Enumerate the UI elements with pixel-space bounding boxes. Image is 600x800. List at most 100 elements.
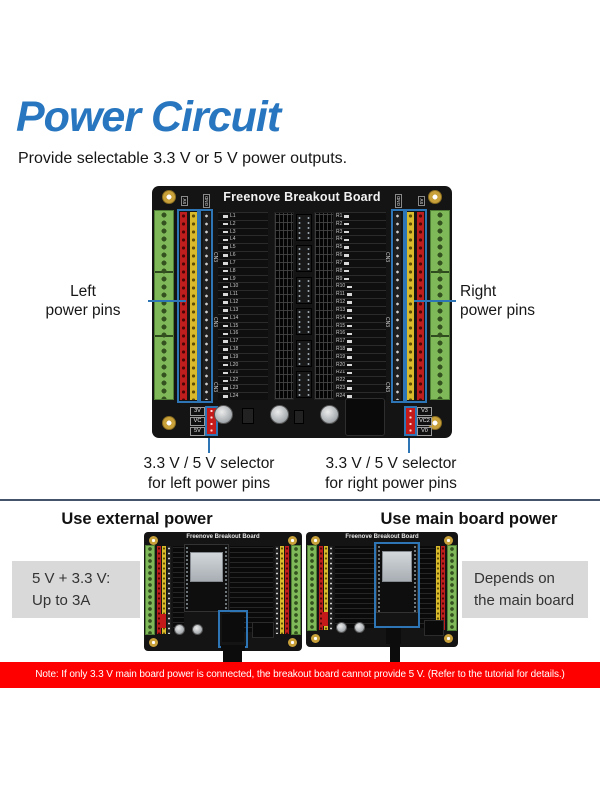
silk-gnd-label: GND <box>395 194 402 208</box>
board-row: L12 <box>218 298 268 306</box>
board-row: L18 <box>218 345 268 353</box>
terminal-block-right <box>447 545 457 631</box>
resistor-glyph <box>223 269 228 273</box>
row-strip <box>335 546 374 628</box>
usb-plug <box>386 628 401 644</box>
board-row: R12 <box>336 298 386 306</box>
esp32-shield <box>190 552 223 582</box>
breadboard-hole-strip <box>314 212 334 400</box>
silk-label: V3 <box>417 407 432 416</box>
right-callout-line <box>414 300 456 302</box>
left-callout-line <box>148 300 186 302</box>
board-row: R19 <box>336 352 386 361</box>
board-row: R22 <box>336 376 386 385</box>
mini-jumper <box>160 614 166 628</box>
board-row: L14 <box>218 313 268 322</box>
board-row: L17 <box>218 337 268 346</box>
board-row: L8 <box>218 266 268 275</box>
pin-stripe-yellow <box>162 546 166 634</box>
resistor-glyph <box>344 238 350 242</box>
resistor-glyph <box>346 293 352 296</box>
ic-chip <box>296 339 312 367</box>
board-row: R15 <box>336 321 386 330</box>
mounting-hole <box>288 638 297 647</box>
resistor-glyph <box>223 379 228 383</box>
terminal-block-left <box>307 545 317 631</box>
board-silk-title: Freenove Breakout Board <box>345 534 419 540</box>
dc-power-jack <box>424 620 444 636</box>
left-33v-pin-column <box>190 212 197 400</box>
terminal-block-right <box>430 210 450 400</box>
resistor-glyph <box>223 371 228 375</box>
resistor-glyph <box>223 348 228 351</box>
board-row: L22 <box>218 376 268 385</box>
resistor-glyph <box>344 269 350 273</box>
pin-stripe-yellow <box>436 546 440 630</box>
resistor-glyph <box>223 277 228 281</box>
board-row: R10 <box>336 282 386 291</box>
resistor-glyph <box>223 332 228 336</box>
terminal-block-right <box>291 545 301 635</box>
board-row: R21 <box>336 368 386 377</box>
board-row: R8 <box>336 266 386 275</box>
silk-gnd-label: GND <box>203 194 210 208</box>
breakout-board-photo: Freenove Breakout Board 5V GND GND 5V CN… <box>152 186 452 438</box>
board-row: L1 <box>218 212 268 220</box>
resistor-glyph <box>223 356 228 359</box>
mounting-hole <box>288 536 297 545</box>
pin-stripe-yellow <box>280 546 284 634</box>
external-power-heading: Use external power <box>61 510 213 528</box>
board-row: L5 <box>218 243 268 252</box>
resistor-glyph <box>344 230 350 234</box>
resistor-glyph <box>347 379 353 383</box>
board-row: L19 <box>218 352 268 361</box>
board-row: R14 <box>336 313 386 322</box>
board-row: L24 <box>218 392 268 400</box>
right-gnd-pins-highlight <box>391 209 405 403</box>
board-row: R11 <box>336 290 386 299</box>
board-row: R23 <box>336 384 386 393</box>
resistor-glyph <box>344 215 350 218</box>
ic-chip-column <box>296 212 312 400</box>
mounting-hole <box>149 638 158 647</box>
left-power-pins-label: Left power pins <box>45 283 121 319</box>
capacitor <box>214 405 233 424</box>
dc-jack <box>222 614 244 642</box>
esp32-module <box>184 544 229 612</box>
left-selector-callout-line <box>208 438 210 453</box>
mounting-hole <box>444 536 453 545</box>
board-silk-title: Freenove Breakout Board <box>223 190 381 204</box>
board-row: L20 <box>218 360 268 369</box>
left-power-pins-highlight <box>177 209 199 403</box>
board-row: L10 <box>218 282 268 291</box>
resistor-glyph <box>223 246 228 249</box>
mounting-hole <box>162 416 176 430</box>
board-row: R13 <box>336 305 386 314</box>
pin-stripe-red <box>285 546 289 634</box>
resistor-glyph <box>223 363 228 367</box>
terminal-block-left <box>145 545 155 635</box>
resistor-glyph <box>347 285 353 289</box>
resistor-glyph <box>223 316 228 320</box>
board-row: L9 <box>218 274 268 283</box>
right-selector-callout-line <box>408 438 410 453</box>
dc-plug-cable <box>223 650 242 663</box>
pin-stripe-red <box>319 546 323 630</box>
board-row: R16 <box>336 329 386 338</box>
silk-label: 5V <box>190 427 205 436</box>
board-row: R17 <box>336 337 386 346</box>
usb-cable <box>390 644 400 663</box>
main-board-power-heading: Use main board power <box>380 510 558 528</box>
left-selector-label: 3.3 V / 5 V selector for left power pins <box>143 455 275 492</box>
resistor-glyph <box>347 371 353 375</box>
resistor-glyph <box>223 387 228 390</box>
resistor-glyph <box>223 395 228 398</box>
left-5v-pin-column <box>180 212 187 400</box>
terminal-block-left <box>154 210 174 400</box>
resistor-glyph <box>344 222 350 226</box>
board-row: R7 <box>336 258 386 267</box>
resistor-glyph <box>347 332 353 336</box>
mini-jumper <box>322 612 328 626</box>
right-power-pins-label: Right power pins <box>460 283 535 319</box>
